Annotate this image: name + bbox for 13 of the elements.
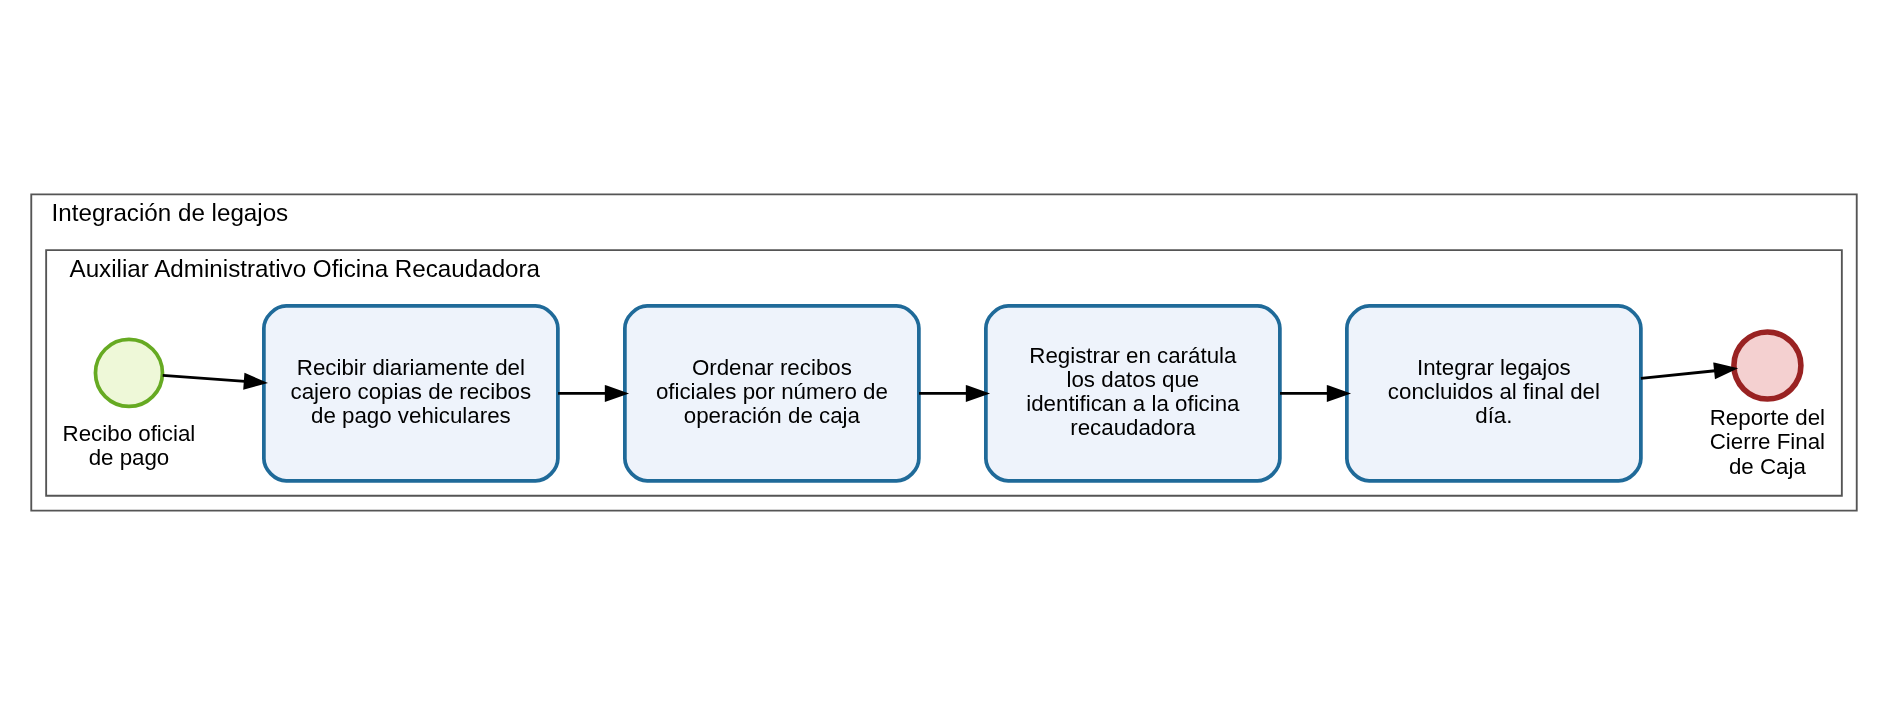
node-label: Recibo oficial de pago bbox=[62, 420, 196, 470]
node-box: Recibir diariamente del cajero copias de recibos de pago vehiculares bbox=[262, 303, 560, 483]
arrow bbox=[1280, 384, 1352, 402]
arrow bbox=[919, 384, 991, 402]
arrow bbox=[558, 384, 630, 402]
arrow bbox=[1640, 361, 1739, 380]
node-box: Integrar legajos concluidos al final del día. bbox=[1345, 303, 1643, 483]
arrow bbox=[162, 372, 268, 390]
node-box: Ordenar recibos oficiales por número de operación de caja bbox=[623, 303, 921, 483]
node-circle bbox=[1731, 328, 1804, 402]
node-label: Reporte del Cierre Final de Caja bbox=[1709, 404, 1826, 479]
node-circle bbox=[93, 337, 165, 408]
node-box: Registrar en carátula los datos que identifican a la oficina recaudadora bbox=[984, 303, 1282, 483]
